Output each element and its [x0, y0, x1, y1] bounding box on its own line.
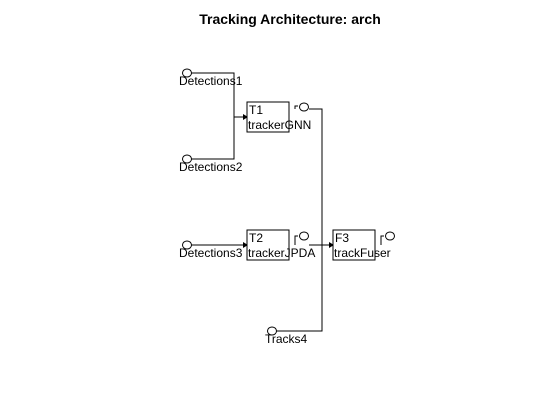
block-t1-name: trackerGNN	[248, 118, 311, 132]
block-f3-name: trackFuser	[334, 246, 391, 260]
connections	[191, 72, 334, 332]
detections2-port-icon	[182, 154, 192, 164]
block-t2	[246, 229, 290, 261]
t2-output-port-icon	[299, 231, 309, 241]
detections2-label: Detections2	[179, 160, 243, 174]
arrowhead-t1	[243, 114, 248, 120]
block-t1-id: T1	[249, 103, 263, 117]
f3-output-stub	[380, 235, 384, 245]
detections1-port-icon	[182, 68, 192, 78]
arrowhead-t2	[243, 242, 248, 248]
detections3-label: Detections3	[179, 246, 243, 260]
labels: Detections1 Detections2 Detections3 Trac…	[179, 74, 391, 346]
detections3-port-icon	[182, 240, 192, 250]
block-t1-box	[246, 101, 290, 133]
f3-output-port-icon	[385, 231, 395, 241]
diagram-title: Tracking Architecture: arch	[199, 11, 381, 27]
wire-detections1-t1	[191, 72, 247, 118]
wire-t1-f3	[309, 108, 333, 246]
block-f3	[332, 229, 376, 261]
t1-output-port-icon	[299, 102, 309, 112]
t2-output-stub	[294, 235, 298, 245]
tracks4-port-icon	[267, 326, 277, 336]
tracks4-label: Tracks4	[265, 332, 308, 346]
output-ports	[294, 102, 395, 245]
arrowhead-f3	[329, 242, 334, 248]
wire-tracks4-f3	[276, 245, 323, 332]
t1-output-stub	[294, 105, 298, 109]
block-t2-id: T2	[249, 231, 263, 245]
block-f3-box	[332, 229, 376, 261]
wire-detections2-t1	[191, 117, 235, 160]
detections1-label: Detections1	[179, 74, 243, 88]
block-t2-name: trackerJPDA	[248, 246, 315, 260]
block-t1	[246, 101, 290, 133]
block-f3-id: F3	[335, 231, 349, 245]
block-t2-box	[246, 229, 290, 261]
input-ports	[182, 68, 277, 336]
